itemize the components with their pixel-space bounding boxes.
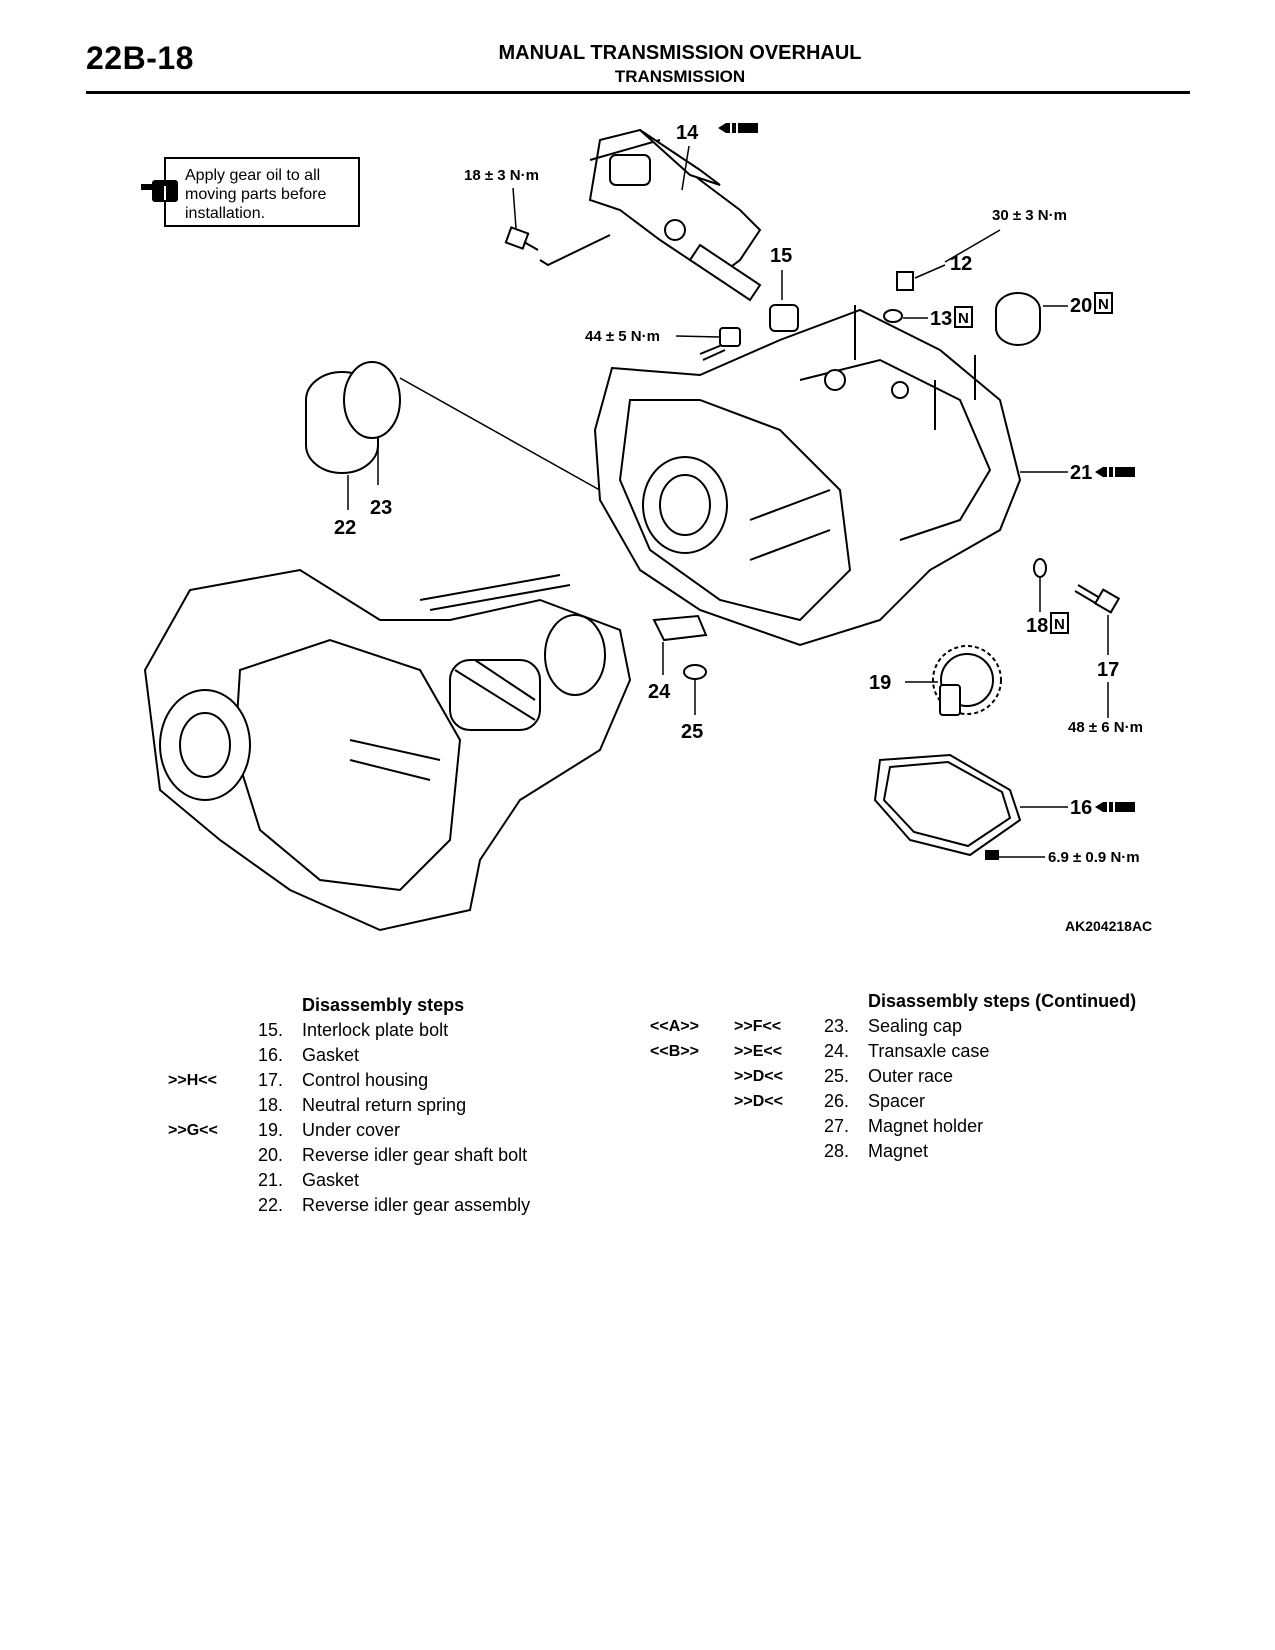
callout-14: 14 [676, 122, 699, 144]
torque-48: 48 ± 6 N·m [1068, 719, 1143, 736]
transaxle-case-part [593, 305, 1022, 647]
bolt-17-part [1074, 584, 1121, 614]
callout-18: 18 [1026, 615, 1048, 637]
torque-30: 30 ± 3 N·m [992, 207, 1067, 224]
reverse-idler-rings [305, 361, 401, 474]
bolt-18-part [504, 226, 611, 267]
list-item: >>G<< 19. Under cover [168, 1120, 401, 1140]
list-item: <<A>> >>F<< 23. Sealing cap [650, 1016, 963, 1036]
list-item: >>D<< 26. Spacer [734, 1091, 926, 1111]
torque-69: 6.9 ± 0.9 N·m [1048, 849, 1140, 866]
sealing-cap-20 [995, 292, 1041, 346]
callout-15: 15 [770, 245, 792, 267]
list-item: >>D<< 25. Outer race [734, 1066, 954, 1086]
control-housing-part [588, 128, 762, 302]
callout-24: 24 [648, 681, 671, 703]
header-rule [86, 91, 1190, 94]
return-spring-part [1033, 558, 1047, 578]
callout-13: 13 [930, 308, 952, 330]
n-mark-13: N [958, 310, 969, 327]
callout-12: 12 [950, 253, 972, 275]
note-line-2: moving parts before [185, 186, 327, 203]
list-item: 20. Reverse idler gear shaft bolt [258, 1145, 528, 1165]
steps-title-right: Disassembly steps (Continued) [868, 991, 1137, 1011]
torque-44: 44 ± 5 N·m [585, 328, 660, 345]
note-line-3: installation. [185, 205, 265, 222]
steps-title-left: Disassembly steps [302, 995, 465, 1015]
gasket-16 [873, 753, 1022, 857]
image-code: AK204218AC [1065, 918, 1152, 934]
transmission-assembly-part [143, 568, 632, 932]
gear-oil-note: Apply gear oil to all moving parts befor… [141, 157, 360, 227]
list-item: 27. Magnet holder [824, 1116, 984, 1136]
list-item: 15. Interlock plate bolt [258, 1020, 449, 1040]
interlock-bolt-part [769, 304, 799, 332]
n-mark-18: N [1054, 616, 1065, 633]
callout-25: 25 [681, 721, 703, 743]
list-item: >>H<< 17. Control housing [168, 1070, 429, 1090]
oil-can-icon [141, 180, 178, 202]
callout-22: 22 [334, 517, 356, 539]
title-main: MANUAL TRANSMISSION OVERHAUL [498, 42, 862, 64]
magnet-holder-part [652, 614, 708, 642]
reuse-arrow-icon [717, 122, 759, 134]
list-item: 18. Neutral return spring [258, 1095, 467, 1115]
disassembly-steps-left: Disassembly steps 15. Interlock plate bo… [160, 993, 590, 1218]
page-number: 22B-18 [86, 40, 194, 76]
callout-20: 20 [1070, 295, 1092, 317]
bolt-69-part [985, 850, 999, 860]
callout-16: 16 [1070, 797, 1092, 819]
list-item: 16. Gasket [258, 1045, 360, 1065]
list-item: 22. Reverse idler gear assembly [258, 1195, 531, 1215]
page-title: MANUAL TRANSMISSION OVERHAUL TRANSMISSIO… [380, 42, 980, 87]
list-item: 28. Magnet [824, 1141, 929, 1161]
reuse-arrow-icon-21 [1094, 466, 1136, 478]
title-sub: TRANSMISSION [614, 67, 746, 86]
list-item: 21. Gasket [258, 1170, 360, 1190]
torque-18: 18 ± 3 N·m [464, 167, 539, 184]
callout-23: 23 [370, 497, 392, 519]
reuse-arrow-icon-16 [1094, 801, 1136, 813]
note-line-1: Apply gear oil to all [185, 167, 320, 184]
under-cover-gear-19 [932, 645, 1002, 716]
magnet-part [683, 664, 707, 680]
list-item: <<B>> >>E<< 24. Transaxle case [650, 1041, 990, 1061]
n-mark-20: N [1098, 296, 1109, 313]
callout-17: 17 [1097, 659, 1119, 681]
disassembly-steps-right: Disassembly steps (Continued) <<A>> >>F<… [650, 989, 1190, 1164]
callout-21: 21 [1070, 462, 1092, 484]
callout-19: 19 [869, 672, 891, 694]
exploded-view-diagram: Apply gear oil to all moving parts befor… [141, 122, 1152, 934]
